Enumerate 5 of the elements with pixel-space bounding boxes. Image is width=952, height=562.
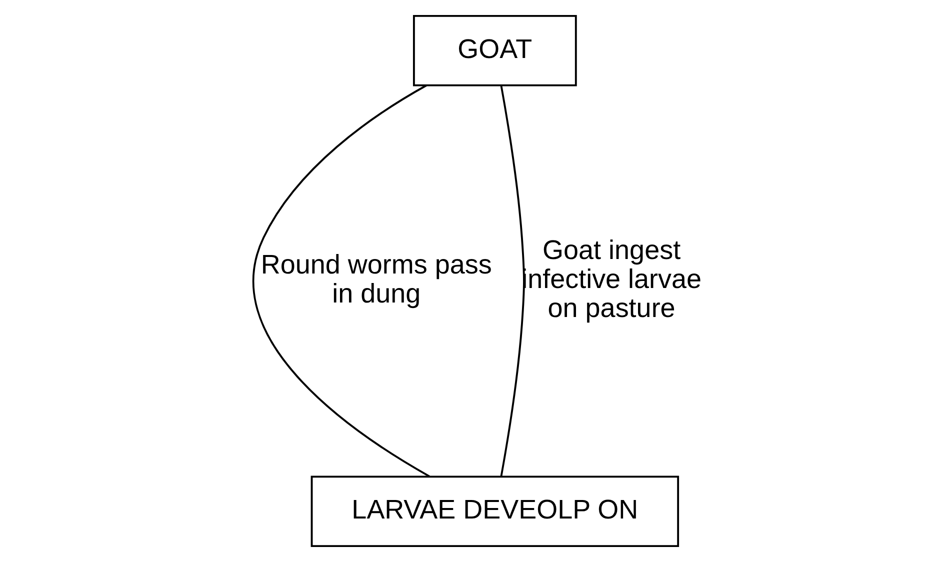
edge-label: Round worms pass in dung — [260, 250, 492, 309]
node-box: LARVAE DEVEOLP ON — [310, 476, 680, 548]
connector — [500, 86, 525, 476]
node-box: GOAT — [412, 14, 577, 86]
connector — [252, 84, 430, 478]
